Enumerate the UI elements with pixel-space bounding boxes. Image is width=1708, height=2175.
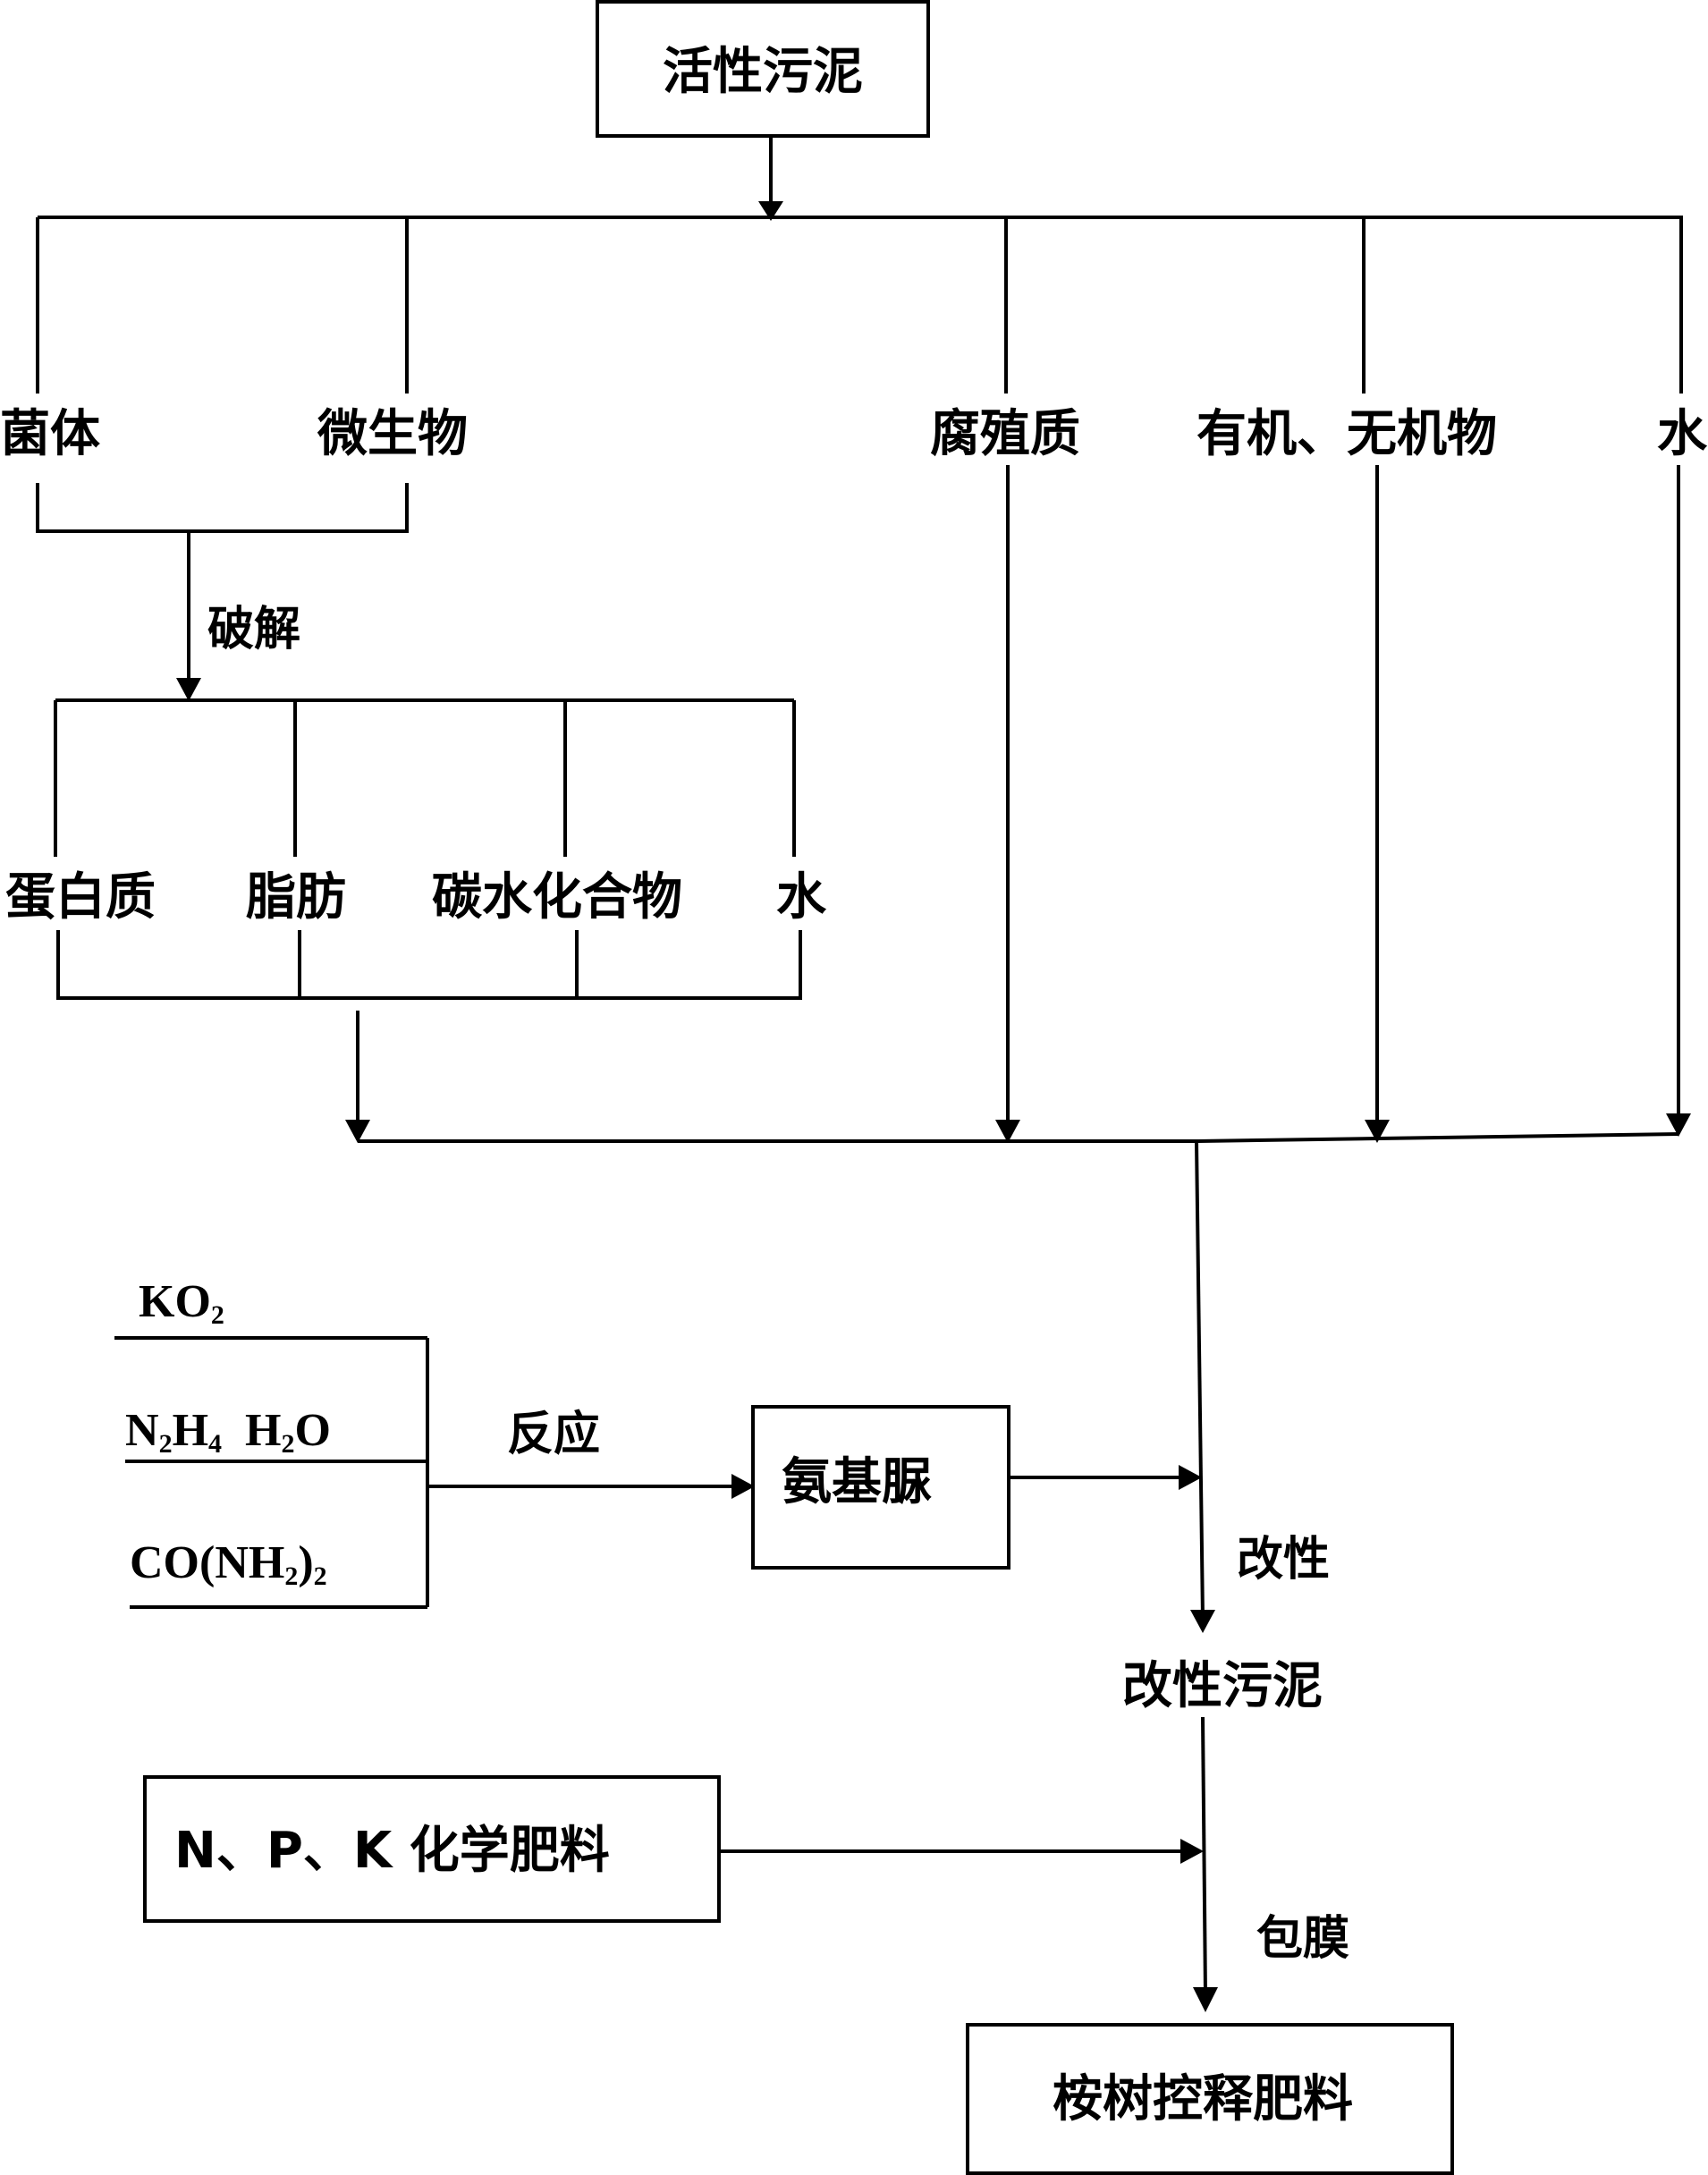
edge-coat-label: 包膜 xyxy=(1256,1912,1350,1966)
bacteria-label: 菌体 xyxy=(0,405,100,463)
reagent-ko2: KO2 xyxy=(139,1276,224,1330)
box-activated-sludge xyxy=(596,0,930,138)
npk-fertilizer-label: N、P、K 化学肥料 xyxy=(174,1822,610,1880)
edge-modify-label: 改性 xyxy=(1237,1533,1331,1587)
arrowhead-1 xyxy=(758,201,783,221)
edge-react-label: 反应 xyxy=(507,1408,601,1461)
carbohydrate-label: 碳水化合物 xyxy=(432,868,682,927)
fat-label: 脂肪 xyxy=(246,868,346,927)
box-npk-fertilizer xyxy=(143,1775,721,1923)
organic-inorganic-label: 有机、无机物 xyxy=(1196,405,1497,463)
reagent-hydrazine-hydrate: N2H4 H2O xyxy=(125,1405,331,1459)
protein-label: 蛋白质 xyxy=(5,868,156,927)
modified-sludge-label: 改性污泥 xyxy=(1122,1657,1323,1715)
eucalyptus-fertilizer-label: 桉树控释肥料 xyxy=(1053,2070,1353,2128)
microorganisms-label: 微生物 xyxy=(317,405,468,463)
aminourea-label: 氨基脲 xyxy=(782,1453,932,1511)
box-eucalyptus-fertilizer xyxy=(966,2023,1454,2175)
main-trunk xyxy=(1195,1140,1205,1620)
edge-crack-label: 破解 xyxy=(207,603,301,656)
reagent-urea: CO(NH2)2 xyxy=(130,1537,327,1591)
humus-label: 腐殖质 xyxy=(930,405,1080,463)
activated-sludge-label: 活性污泥 xyxy=(663,43,863,101)
water-top-label: 水 xyxy=(1657,405,1707,463)
water-mid-label: 水 xyxy=(776,868,826,927)
